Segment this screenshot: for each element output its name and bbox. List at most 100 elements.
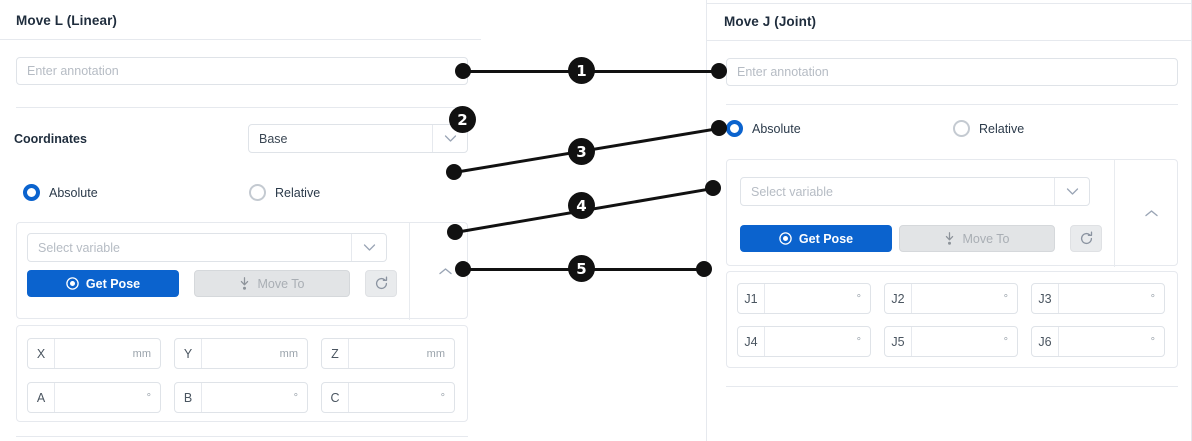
move-l-title: Move L (Linear) [16,13,118,28]
move-j-joint-fields-card: J1 ° J2 ° J3 ° [726,271,1178,368]
target-dot-icon [66,277,79,290]
callout-endpoint-1-left [455,63,471,79]
callout-endpoint-3-right [711,120,727,136]
move-j-variable-placeholder: Select variable [751,184,833,199]
chevron-down-icon [1054,178,1089,205]
move-j-header-divider [707,40,1192,41]
joint-field-j4-input[interactable]: ° [765,327,870,356]
chevron-up-icon [438,267,453,276]
pose-field-x-tag: X [28,339,55,368]
callout-number-5: 5 [576,259,587,278]
pose-field-a-input[interactable]: ° [55,383,160,412]
callout-endpoint-1-right [711,63,727,79]
joint-field-j5-unit: ° [1003,335,1008,348]
move-l-get-pose-button[interactable]: Get Pose [27,270,179,297]
callout-number-2: 2 [457,110,468,129]
move-j-get-pose-label: Get Pose [798,231,854,246]
joint-field-j4[interactable]: J4 ° [737,326,871,357]
pose-field-b-tag: B [175,383,202,412]
pose-field-b[interactable]: B ° [174,382,308,413]
move-l-variable-select[interactable]: Select variable [27,233,387,262]
pose-field-y-tag: Y [175,339,202,368]
pose-field-y-input[interactable]: mm [202,339,307,368]
joint-field-j6-input[interactable]: ° [1059,327,1164,356]
coordinates-select-value: Base [259,131,288,146]
move-l-refresh-button[interactable] [365,270,397,297]
move-j-panel: Move J (Joint) Enter annotation Absolute… [706,0,1192,441]
move-j-annotation-input[interactable]: Enter annotation [726,58,1178,86]
move-l-divider-1 [16,107,468,108]
move-j-bottom-divider [726,386,1178,387]
chevron-up-icon [1144,209,1159,218]
move-l-collapse-toggle[interactable] [422,223,469,320]
move-j-card-divider [1114,160,1115,267]
move-j-absolute-radio[interactable]: Absolute [726,120,801,137]
move-j-refresh-button[interactable] [1070,225,1102,252]
joint-field-j6-tag: J6 [1032,327,1059,356]
move-j-collapse-toggle[interactable] [1124,160,1179,267]
pose-field-b-input[interactable]: ° [202,383,307,412]
move-j-move-to-button[interactable]: Move To [899,225,1055,252]
joint-field-j1[interactable]: J1 ° [737,283,871,314]
coordinates-label: Coordinates [14,132,87,146]
pose-field-c-tag: C [322,383,349,412]
joint-field-j5-input[interactable]: ° [912,327,1017,356]
pose-field-z-unit: mm [426,347,445,360]
pose-field-c[interactable]: C ° [321,382,455,413]
move-j-relative-label: Relative [979,121,1025,136]
joint-field-row: J4 ° J5 ° J6 ° [737,326,1165,357]
move-l-move-to-label: Move To [257,276,305,291]
callout-endpoint-5-right [696,261,712,277]
move-l-header-divider [0,39,481,40]
joint-field-j6[interactable]: J6 ° [1031,326,1165,357]
callout-endpoint-4-right [705,180,721,196]
move-j-divider-1 [726,104,1178,105]
refresh-icon [1079,231,1094,246]
chevron-down-icon [432,125,467,152]
joint-field-j3[interactable]: J3 ° [1031,283,1165,314]
coordinates-select[interactable]: Base [248,124,468,153]
radio-indicator-off [953,120,970,137]
joint-field-j2-tag: J2 [885,284,912,313]
move-l-relative-radio[interactable]: Relative [249,184,320,201]
move-l-bottom-divider [16,436,468,437]
joint-field-j1-input[interactable]: ° [765,284,870,313]
move-l-move-to-button[interactable]: Move To [194,270,350,297]
move-l-annotation-input[interactable]: Enter annotation [16,57,468,85]
joint-field-row: J1 ° J2 ° J3 ° [737,283,1165,314]
move-l-relative-label: Relative [275,185,321,200]
pose-field-x-unit: mm [132,347,151,360]
pose-field-x[interactable]: X mm [27,338,161,369]
joint-field-j3-input[interactable]: ° [1059,284,1164,313]
pose-field-z[interactable]: Z mm [321,338,455,369]
pose-field-z-input[interactable]: mm [349,339,454,368]
pose-field-c-input[interactable]: ° [349,383,454,412]
move-l-absolute-radio[interactable]: Absolute [23,184,98,201]
pose-field-a[interactable]: A ° [27,382,161,413]
joint-field-j5[interactable]: J5 ° [884,326,1018,357]
move-down-icon [239,277,250,290]
move-j-relative-radio[interactable]: Relative [953,120,1024,137]
move-l-annotation-placeholder: Enter annotation [27,64,119,78]
joint-field-j5-tag: J5 [885,327,912,356]
pose-field-c-unit: ° [440,391,445,404]
move-j-action-card: Select variable Get Pose Move To [726,159,1179,267]
move-l-panel: Move L (Linear) Enter annotation Coordin… [0,0,481,441]
move-l-pose-fields-card: X mm Y mm Z mm [16,325,468,422]
move-l-get-pose-label: Get Pose [85,276,141,291]
joint-field-j3-tag: J3 [1032,284,1059,313]
refresh-icon [374,276,389,291]
joint-field-j2-input[interactable]: ° [912,284,1017,313]
pose-field-y[interactable]: Y mm [174,338,308,369]
callout-endpoint-3-left [446,164,462,180]
move-l-variable-placeholder: Select variable [38,240,120,255]
joint-field-j3-unit: ° [1150,292,1155,305]
callout-badge-1: 1 [568,57,595,84]
callout-endpoint-5-left [455,261,471,277]
pose-field-b-unit: ° [293,391,298,404]
move-j-variable-select[interactable]: Select variable [740,177,1090,206]
move-j-get-pose-button[interactable]: Get Pose [740,225,892,252]
joint-field-j2[interactable]: J2 ° [884,283,1018,314]
pose-field-x-input[interactable]: mm [55,339,160,368]
callout-badge-2: 2 [449,106,476,133]
